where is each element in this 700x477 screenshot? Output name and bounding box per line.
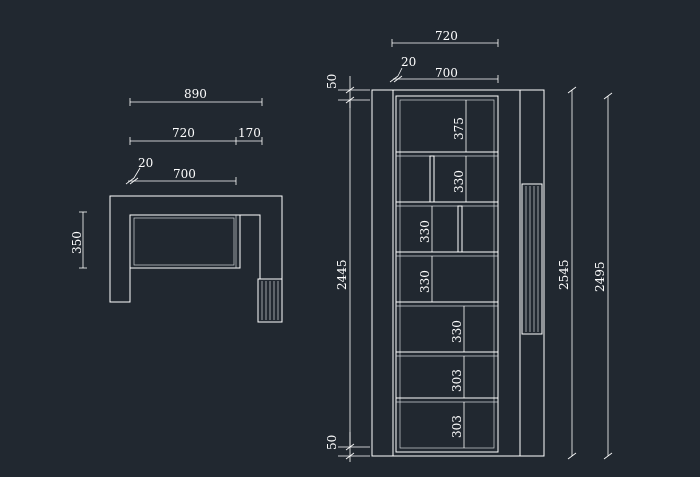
plan-dim-20: 20	[138, 156, 153, 170]
elev-dim-50-top: 50	[325, 74, 339, 89]
shelf-height-3: 330	[418, 220, 432, 243]
side-panel-detail	[521, 183, 543, 335]
plan-dim-700: 700	[173, 167, 196, 181]
plan-dim-720: 720	[172, 126, 195, 140]
plan-dim-350: 350	[70, 231, 84, 254]
elev-dim-700: 700	[435, 66, 458, 80]
shelf-height-2: 330	[452, 170, 466, 193]
cabinet-frame	[371, 89, 545, 457]
elev-dim-720: 720	[435, 29, 458, 43]
elev-dim-2495: 2495	[593, 261, 607, 292]
elev-dim-50-bottom: 50	[325, 435, 339, 450]
plan-view: 890 720 170 20 700	[70, 87, 283, 323]
shelf-height-labels: 375 330 330 330 330 303 303	[418, 100, 467, 448]
shelf-height-6: 303	[450, 369, 464, 392]
elev-dim-2545: 2545	[557, 259, 571, 290]
elev-dim-2445: 2445	[335, 259, 349, 290]
plan-dim-890: 890	[184, 87, 207, 101]
elev-dim-20: 20	[401, 55, 416, 69]
shelf-height-4: 330	[418, 270, 432, 293]
plan-drawer	[129, 214, 241, 269]
shelf-height-7: 303	[450, 415, 464, 438]
partitions	[429, 155, 463, 253]
plan-dim-170: 170	[238, 126, 261, 140]
shelf-height-1: 375	[452, 117, 466, 140]
bookcase-body	[395, 95, 499, 453]
plan-end-detail	[258, 278, 282, 320]
elevation-view: 720 20 700 50 2445 50	[325, 29, 613, 462]
shelf-height-5: 330	[450, 320, 464, 343]
shelves	[396, 151, 498, 403]
